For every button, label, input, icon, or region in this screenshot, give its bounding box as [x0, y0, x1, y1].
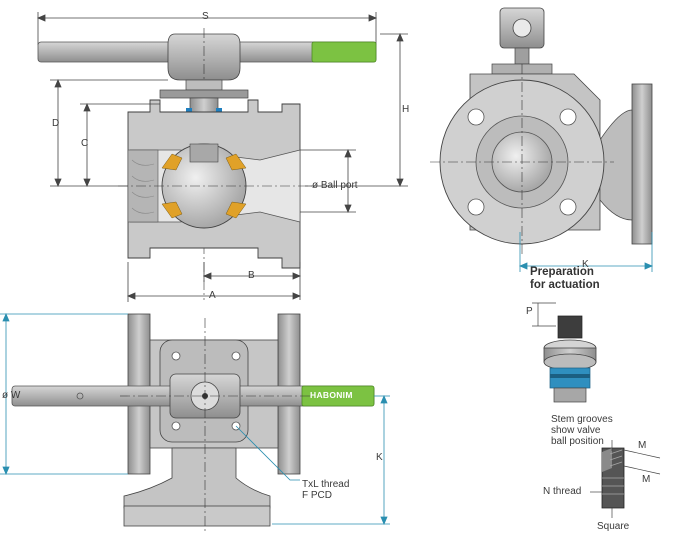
dim-label-h: H [402, 104, 410, 115]
mounting-pad [159, 89, 249, 99]
dim-label-c: C [81, 138, 89, 149]
dim-label-s: S [202, 11, 209, 22]
note-n-thread: N thread [543, 486, 582, 497]
dim-label-k-side: K [582, 259, 589, 270]
dim-label-m1: M [638, 440, 647, 451]
base-plate [123, 505, 271, 527]
seat-top-left [161, 153, 183, 171]
note-txl-thread: TxL thread F PCD [302, 479, 350, 501]
dim-label-w: ø W [2, 390, 21, 401]
dim-label-k-bottom: K [376, 452, 383, 463]
bolt-holes [467, 108, 577, 216]
lever-hub [167, 33, 241, 81]
actuation-detail [532, 302, 661, 518]
note-preparation: Preparation for actuation [530, 266, 600, 291]
note-square: Square [597, 521, 630, 532]
note-stem-grooves: Stem grooves show valve ball position [551, 414, 613, 447]
section-view [36, 12, 408, 302]
lever-grip-green [311, 41, 377, 63]
dim-label-d: D [52, 118, 60, 129]
seat-top-right [225, 153, 247, 171]
end-view [430, 7, 654, 272]
side-flange [631, 83, 653, 245]
dim-s-line [36, 12, 378, 45]
habonim-logo: HABONIM [310, 390, 353, 400]
dim-label-b: B [248, 270, 255, 281]
dim-label-p: P [526, 306, 533, 317]
top-view [0, 312, 390, 534]
dim-label-a: A [209, 290, 216, 301]
dim-label-m2: M [642, 474, 651, 485]
dim-label-ball-port: ø Ball port [312, 180, 358, 191]
